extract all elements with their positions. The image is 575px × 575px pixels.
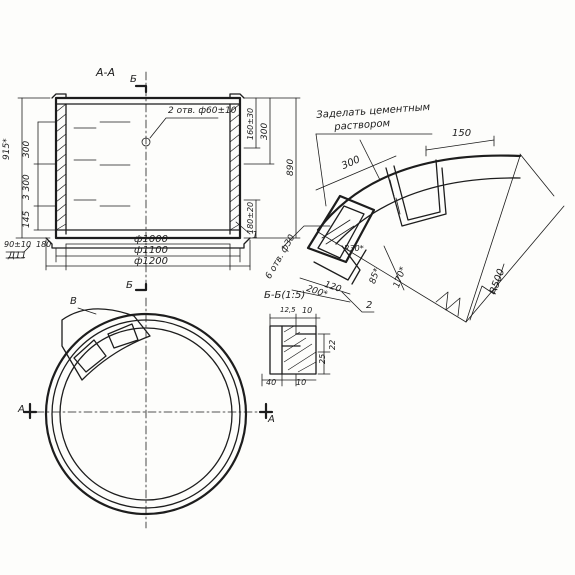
bb-dim-10-top: 10 (302, 306, 313, 315)
plan-label-v: В (70, 296, 77, 307)
section-b-b-detail (261, 313, 331, 387)
detail-view (281, 133, 565, 323)
dim-d1100: ф1100 (134, 245, 168, 256)
dim-300-right: 300 (260, 122, 270, 140)
dim-890: 890 (286, 158, 296, 176)
section-bb-title: Б-Б(1:5) (264, 290, 306, 301)
dim-145: 145 (22, 210, 32, 228)
left-wall-hatch (55, 103, 67, 231)
callout-1: 1 (252, 230, 259, 241)
bb-dim-22: 22 (328, 339, 337, 350)
dim-160-30: 160±30 (246, 107, 255, 140)
left-dimensions (5, 97, 57, 259)
plan-label-a-right: А (268, 414, 275, 425)
plan-label-a-left: А (18, 404, 25, 415)
dim-d1200: ф1200 (134, 256, 168, 267)
bb-dim-10-bottom: 10 (296, 378, 307, 387)
label-d11: Д11 (8, 251, 27, 261)
plan-view (22, 297, 274, 529)
section-a-a-view (45, 71, 251, 292)
bb-dim-25: 25 (318, 353, 327, 364)
dim-300-lower: 3 300 (22, 174, 32, 200)
dim-300-upper: 300 (22, 140, 32, 158)
right-wall-hatch (229, 103, 241, 231)
section-a-a-title: А-А (96, 66, 116, 79)
detail-r30: R30* (344, 244, 364, 253)
callout-2: 2 (366, 300, 373, 311)
right-dimensions (243, 97, 301, 239)
dim-915: 915* (2, 138, 12, 160)
bb-dim-40: 40 (266, 378, 277, 387)
cut-label-top: Б (130, 74, 137, 85)
cut-label-bottom: Б (126, 280, 133, 291)
hole-callout: 2 отв. ф60±10 (168, 106, 237, 116)
detail-dim-150: 150 (452, 128, 472, 139)
dim-180-left: 180 (36, 240, 52, 249)
diameter-dimensions (45, 239, 251, 271)
bb-dim-125: 12,5 (280, 306, 296, 314)
dim-d1000: ф1000 (134, 234, 168, 245)
dim-90: 90±10 (4, 240, 32, 249)
